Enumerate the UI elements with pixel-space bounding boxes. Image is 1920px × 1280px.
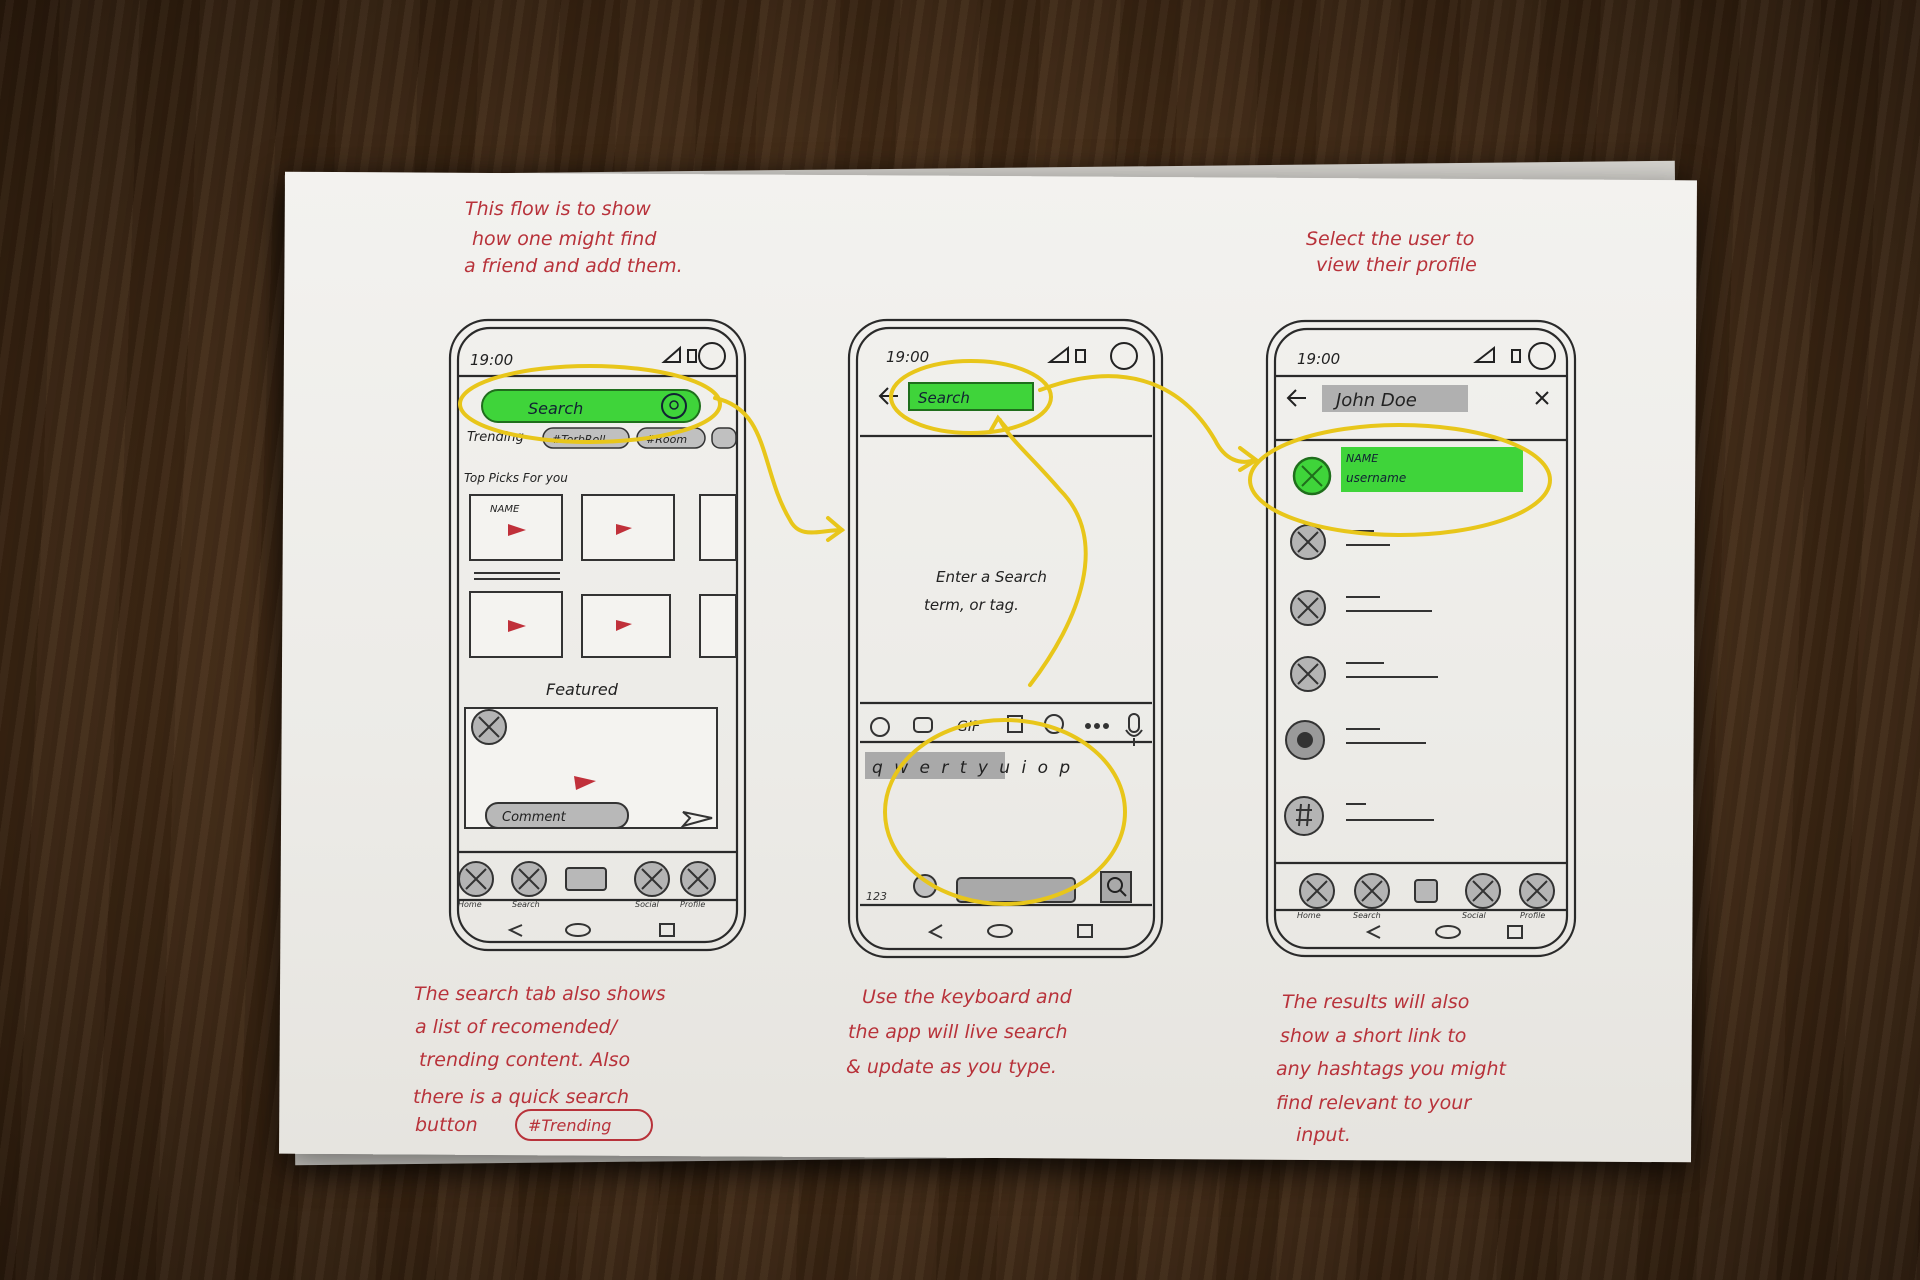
nav3-profile-icon — [1519, 873, 1555, 909]
system-nav[interactable] — [507, 923, 675, 937]
svg-text:input.: input. — [1296, 1124, 1351, 1146]
svg-text:find relevant to your: find relevant to your — [1276, 1092, 1472, 1114]
notes-bottom-mid: Use the keyboard and the app will live s… — [846, 986, 1073, 1078]
picks-grid[interactable] — [469, 494, 737, 658]
svg-text:The search tab also shows: The search tab also shows — [414, 983, 666, 1005]
nav3-social-icon — [1465, 873, 1501, 909]
featured-play-icon[interactable] — [574, 776, 596, 790]
hint-line-2: term, or tag. — [924, 596, 1019, 614]
search-label: Search — [528, 399, 583, 418]
notes-bottom-left: The search tab also shows a list of reco… — [413, 983, 666, 1136]
svg-text:show a short link to: show a short link to — [1280, 1025, 1466, 1047]
result-name: NAME — [1346, 452, 1378, 465]
svg-text:Home: Home — [458, 900, 482, 909]
back-arrow-icon[interactable] — [878, 387, 898, 405]
clear-icon[interactable] — [1535, 391, 1549, 405]
phone-frame-home — [448, 318, 747, 952]
status-time: 19:00 — [470, 351, 513, 369]
avatar-icon — [471, 709, 507, 745]
trending-tag: #Trending — [528, 1116, 611, 1135]
search-icon[interactable] — [661, 393, 687, 419]
result-list[interactable] — [1284, 524, 1438, 836]
hint-line-1: Enter a Search — [936, 568, 1047, 586]
space-bar[interactable] — [956, 877, 1076, 903]
numbers-key[interactable]: 123 — [866, 890, 887, 903]
svg-text:Social: Social — [1462, 911, 1486, 920]
nav-search-icon — [511, 861, 547, 897]
search-bar[interactable] — [481, 389, 701, 423]
nav-add-icon — [565, 867, 607, 891]
card-name: NAME — [490, 504, 520, 515]
query-text: John Doe — [1333, 390, 1417, 411]
typed-keys-highlight — [865, 752, 1005, 779]
nav-labels-3: Home Search Social Profile — [1297, 911, 1545, 920]
phone-frame-results — [1265, 319, 1577, 958]
svg-text:& update as you type.: & update as you type. — [846, 1056, 1057, 1078]
send-icon[interactable] — [680, 811, 713, 828]
svg-text:Home: Home — [1297, 911, 1321, 920]
svg-text:Profile: Profile — [1520, 911, 1545, 920]
svg-text:any hashtags you might: any hashtags you might — [1276, 1058, 1508, 1080]
status-icons-3 — [1473, 342, 1556, 370]
system-nav-3[interactable] — [1365, 925, 1523, 939]
flow-annotations — [458, 359, 1552, 906]
nav3-home-icon — [1299, 873, 1335, 909]
nav3-add-icon — [1414, 879, 1438, 903]
top-picks-title: Top Picks For you — [464, 471, 568, 485]
svg-text:trending content. Also: trending content. Also — [419, 1049, 630, 1071]
nav-profile-icon — [680, 861, 716, 897]
svg-text:the app will live search: the app will live search — [848, 1021, 1068, 1043]
svg-text:Search: Search — [1353, 911, 1381, 920]
svg-text:a friend and add them.: a friend and add them. — [464, 255, 683, 277]
trending-label: Trending — [467, 430, 524, 445]
status-icons — [661, 342, 726, 370]
comment-label: Comment — [502, 810, 567, 825]
svg-text:button: button — [415, 1114, 478, 1136]
trending-tag-outline — [515, 1109, 653, 1141]
comment-button[interactable] — [485, 802, 629, 829]
search-input[interactable] — [908, 382, 1034, 411]
result-username: username — [1346, 471, 1406, 485]
play-icons — [508, 524, 632, 632]
nav-labels: Home Search Social Profile — [458, 900, 705, 909]
status-time-2: 19:00 — [886, 348, 929, 366]
nav3-search-icon — [1354, 873, 1390, 909]
svg-text:there is a quick search: there is a quick search — [413, 1086, 629, 1108]
bottom-nav[interactable] — [458, 861, 716, 897]
keyboard-search-icon[interactable] — [1100, 871, 1132, 903]
svg-text:This flow is to show: This flow is to show — [465, 198, 651, 220]
system-nav-2[interactable] — [927, 924, 1093, 939]
keyboard-row[interactable]: q w e r t y u i o p — [872, 758, 1073, 778]
nav-social-icon — [634, 861, 670, 897]
nav-home-icon — [458, 861, 494, 897]
svg-text:Search: Search — [512, 900, 540, 909]
status-time-3: 19:00 — [1297, 350, 1340, 368]
svg-text:how one might find: how one might find — [472, 228, 657, 250]
svg-text:Use the keyboard and: Use the keyboard and — [862, 986, 1073, 1008]
notes-bottom-right: The results will also show a short link … — [1276, 991, 1508, 1146]
svg-text:Select the user to: Select the user to — [1306, 228, 1474, 250]
status-icons-2 — [1047, 342, 1138, 370]
divider — [474, 572, 560, 580]
notes-top-left: This flow is to show how one might find … — [464, 198, 683, 277]
chip-3 — [711, 427, 737, 449]
svg-text:a list of recomended/: a list of recomended/ — [415, 1016, 620, 1038]
notes-top-right: Select the user to view their profile — [1306, 228, 1477, 276]
svg-text:The results will also: The results will also — [1282, 991, 1469, 1013]
search-input-text: Search — [918, 389, 970, 407]
phone-frame-search — [847, 318, 1164, 959]
svg-text:view their profile: view their profile — [1316, 254, 1477, 276]
query-input[interactable] — [1322, 385, 1468, 412]
back-arrow-icon-3[interactable] — [1286, 389, 1306, 407]
result-selected[interactable] — [1292, 447, 1523, 496]
bottom-nav-3[interactable] — [1299, 873, 1555, 909]
svg-text:Social: Social — [635, 900, 659, 909]
svg-text:Profile: Profile — [680, 900, 705, 909]
featured-label: Featured — [546, 680, 619, 699]
